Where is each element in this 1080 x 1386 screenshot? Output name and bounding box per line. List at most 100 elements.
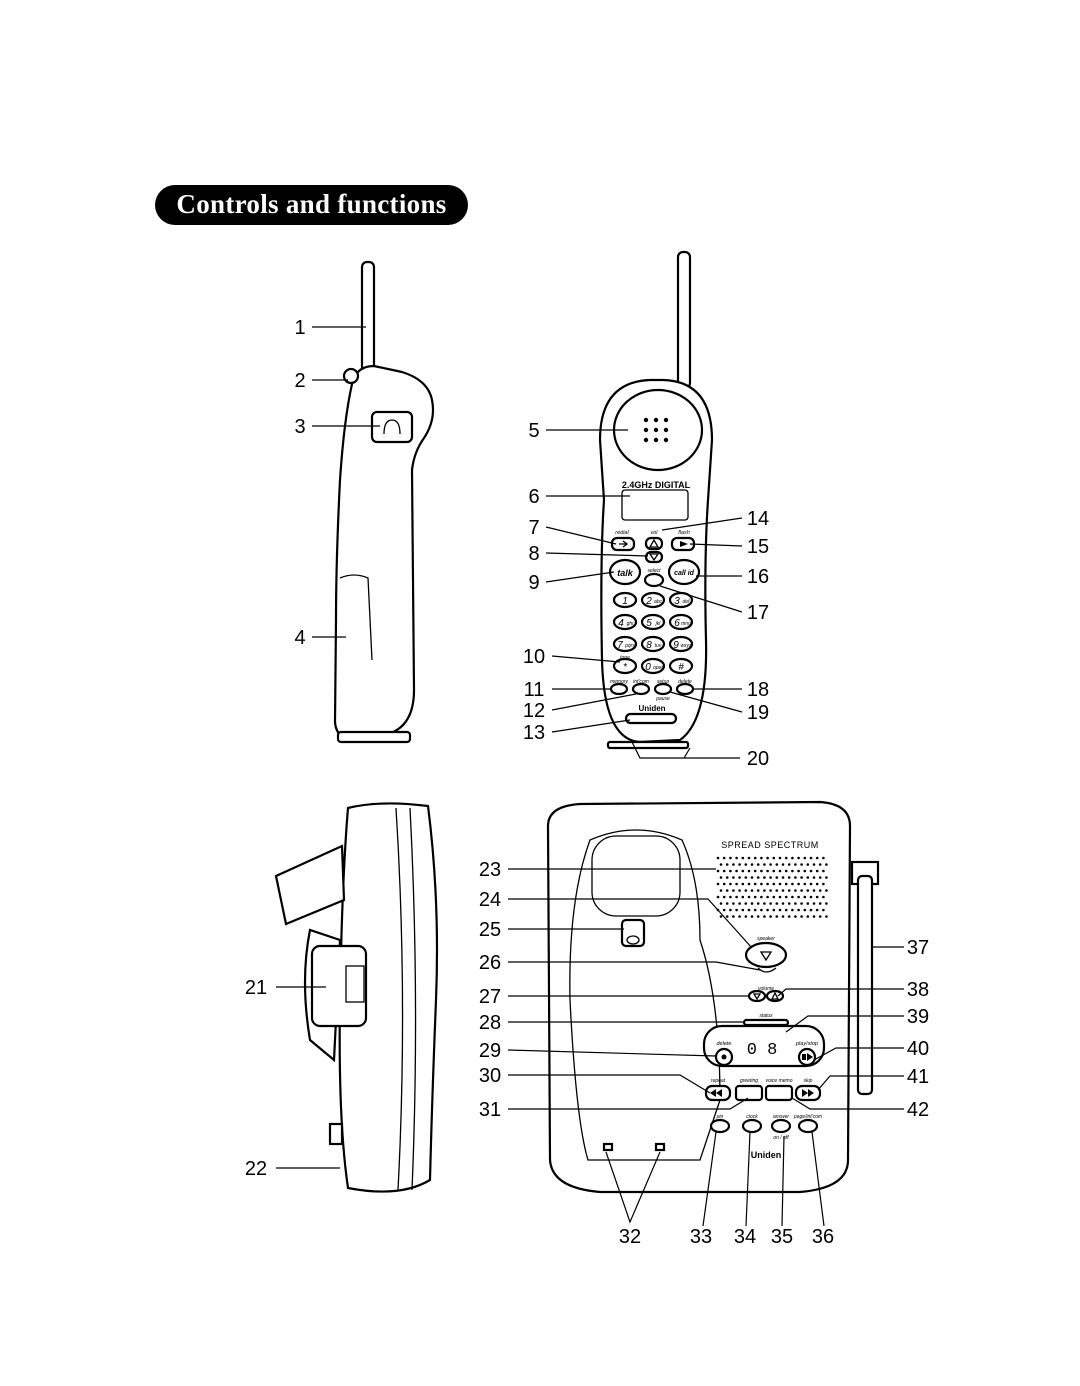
handset-side-antenna [360, 260, 376, 374]
callout-18: 18 [747, 679, 769, 701]
speaker-grille-hole [803, 895, 807, 899]
key-0[interactable] [640, 657, 666, 675]
key-7[interactable] [612, 635, 638, 653]
base-volume-up-icon [770, 991, 780, 1000]
callout-32: 32 [619, 1226, 641, 1248]
callout-25: 25 [479, 919, 501, 941]
speaker-grille-hole [809, 869, 813, 873]
key-4[interactable] [612, 613, 638, 631]
setup-button[interactable] [653, 682, 673, 696]
key-2-sub: abc [654, 599, 663, 605]
speaker-grille-hole [818, 889, 822, 892]
memory-button[interactable] [609, 682, 629, 696]
speaker-grille-hole [794, 902, 797, 905]
leader-30 [508, 1074, 711, 1094]
handset-side-base-edge [336, 730, 412, 744]
speaker-grille-hole [729, 882, 732, 886]
voice-memo-button[interactable] [764, 1084, 794, 1102]
callout-35: 35 [771, 1226, 793, 1248]
select-button[interactable] [643, 572, 665, 588]
speaker-grille-hole [825, 876, 828, 879]
key-5[interactable] [640, 613, 666, 631]
speaker-grille-hole [812, 863, 816, 866]
speaker-grille-hole [772, 908, 776, 912]
callout-33: 33 [690, 1226, 712, 1248]
speaker-grille-hole [738, 915, 741, 918]
callout-27: 27 [479, 986, 501, 1008]
speaker-grille-hole [716, 882, 720, 886]
base-volume-down-icon [752, 993, 762, 1001]
speaker-grille-hole [756, 876, 760, 879]
speaker-grille-hole [738, 863, 741, 866]
speaker-grille-hole [753, 895, 757, 899]
pause-label: pause [655, 696, 670, 702]
key-hash[interactable] [668, 657, 694, 675]
pin-button[interactable] [709, 1118, 731, 1134]
key-1[interactable] [612, 591, 638, 609]
answer-on-off-button[interactable] [770, 1118, 792, 1134]
memory-label: memory [610, 679, 629, 685]
speaker-grille-hole [778, 908, 782, 912]
speaker-grille-hole [818, 902, 822, 905]
headset-jack-cover [370, 410, 414, 444]
speaker-grille-hole [766, 908, 769, 912]
setup-label: setup [657, 679, 669, 685]
speaker-grille-hole [784, 908, 788, 912]
message-counter-display: 0 8 [747, 1041, 778, 1060]
speaker-grille-hole [800, 889, 803, 892]
leader-33 [702, 1131, 717, 1227]
speaker-grille-hole [741, 882, 745, 886]
speaker-grille-hole [769, 863, 772, 866]
speaker-grille-hole [744, 876, 748, 879]
speaker-grille-hole [719, 889, 723, 892]
leader-19 [669, 691, 743, 713]
call-id-button[interactable] [667, 558, 701, 586]
key-9-label: 9 [673, 640, 679, 651]
speaker-button[interactable] [744, 941, 788, 969]
clock-button[interactable] [741, 1118, 763, 1134]
callout-26: 26 [479, 952, 501, 974]
callout-24: 24 [479, 889, 501, 911]
speaker-grille-hole [781, 863, 785, 866]
callout-15: 15 [747, 536, 769, 558]
base-side-seam-2 [409, 807, 417, 1191]
speaker-grille-hole [822, 869, 825, 873]
leader-26 [508, 961, 761, 971]
handset-delete-button[interactable] [675, 682, 695, 696]
speaker-grille-hole [815, 856, 819, 860]
speaker-grille-hole [791, 895, 794, 899]
speaker-grille-hole [750, 876, 754, 879]
leader-10 [551, 655, 621, 663]
key-6[interactable] [668, 613, 694, 631]
intercom-button[interactable] [631, 682, 651, 696]
callout-38: 38 [907, 979, 929, 1001]
speaker-grille-hole [815, 908, 819, 912]
speaker-grille-hole [806, 863, 810, 866]
speaker-grille-hole [722, 869, 726, 873]
speaker-grille-hole [732, 876, 735, 879]
battery-cover-seam [339, 574, 373, 661]
speaker-grille-hole [794, 863, 797, 866]
callout-numbers: 1 2 3 4 5 6 7 8 9 10 11 12 13 14 15 16 1… [245, 317, 929, 1248]
handset-brand: Uniden [638, 704, 665, 713]
key-1-label: 1 [622, 596, 628, 607]
on-off-label: on / off [773, 1135, 789, 1141]
speaker-grille-hole [791, 908, 794, 912]
key-9[interactable] [668, 635, 694, 653]
charge-contact-right [654, 1142, 666, 1152]
cradle-hook-hole [626, 935, 640, 945]
key-2[interactable] [640, 591, 666, 609]
key-8[interactable] [640, 635, 666, 653]
speaker-grille-hole [797, 856, 800, 860]
speaker-grille-hole [756, 915, 760, 918]
callout-36: 36 [812, 1226, 834, 1248]
handset-lcd-display [621, 489, 689, 521]
speaker-grille-hole [787, 915, 791, 918]
page-intercom-button[interactable] [797, 1118, 819, 1134]
base-volume-up[interactable] [765, 989, 785, 1003]
leader-9 [545, 571, 615, 583]
speaker-grille-hole [763, 889, 766, 892]
speaker-grille-hole [772, 869, 776, 873]
greeting-button[interactable] [734, 1084, 764, 1102]
